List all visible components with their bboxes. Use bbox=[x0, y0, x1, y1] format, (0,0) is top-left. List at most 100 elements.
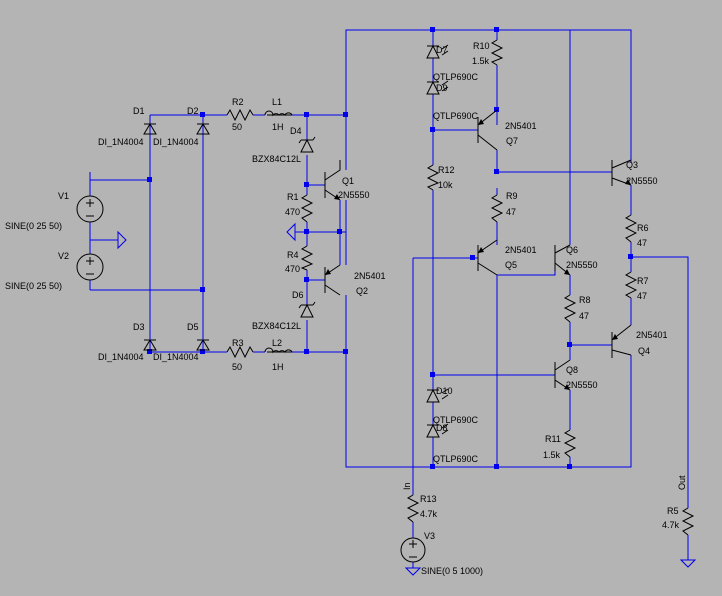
label-r1: R1 bbox=[287, 192, 299, 202]
net-label-out: Out bbox=[677, 475, 687, 490]
transistor-q3 bbox=[611, 159, 632, 186]
label-q7-model: 2N5401 bbox=[505, 121, 537, 131]
label-q3: Q3 bbox=[626, 160, 638, 170]
resistor-r8 bbox=[563, 294, 577, 323]
diode-d2 bbox=[196, 123, 210, 135]
label-d2-model: DI_1N4004 bbox=[153, 137, 199, 147]
label-r7-value: 47 bbox=[637, 291, 647, 301]
transistor-q4 bbox=[611, 324, 632, 358]
label-l1-value: 1H bbox=[272, 122, 284, 132]
label-r2: R2 bbox=[232, 97, 244, 107]
ground-symbol bbox=[404, 567, 422, 576]
label-r5: R5 bbox=[667, 506, 679, 516]
label-r3-value: 50 bbox=[232, 362, 242, 372]
label-d8: D8 bbox=[436, 423, 448, 433]
label-r8-value: 47 bbox=[579, 311, 589, 321]
label-q2-model: 2N5401 bbox=[354, 271, 386, 281]
label-q2: Q2 bbox=[356, 286, 368, 296]
label-r6: R6 bbox=[637, 223, 649, 233]
resistor-r9 bbox=[490, 194, 504, 223]
label-d3: D3 bbox=[133, 322, 145, 332]
resistor-r5 bbox=[681, 507, 695, 536]
net-label-in: In bbox=[402, 482, 412, 490]
label-v2-value: SINE(0 25 50) bbox=[5, 281, 62, 291]
label-d4-model: BZX84C12L bbox=[252, 154, 301, 164]
label-q8-model: 2N5550 bbox=[566, 380, 598, 390]
ground-symbol bbox=[117, 230, 127, 250]
label-r4: R4 bbox=[287, 250, 299, 260]
diode-d3 bbox=[143, 330, 157, 351]
label-r13: R13 bbox=[420, 494, 437, 504]
transistor-q8 bbox=[554, 359, 571, 391]
resistor-r13 bbox=[406, 494, 420, 523]
component-labels: D1 DI_1N4004 D2 DI_1N4004 R2 50 L1 1H D4… bbox=[5, 41, 687, 576]
label-d1-model: DI_1N4004 bbox=[98, 137, 144, 147]
led-d7 bbox=[426, 44, 449, 59]
diode-d5 bbox=[196, 330, 210, 351]
label-v3-value: SINE(0 5 1000) bbox=[421, 566, 483, 576]
label-r11: R11 bbox=[545, 434, 561, 444]
resistor-r2 bbox=[226, 108, 254, 122]
resistor-r7 bbox=[624, 271, 638, 299]
led-d9 bbox=[426, 80, 449, 95]
resistor-r6 bbox=[624, 214, 638, 243]
inductor-l2 bbox=[264, 347, 293, 354]
label-l2-value: 1H bbox=[272, 362, 284, 372]
zener-d6 bbox=[298, 301, 316, 318]
resistor-r12 bbox=[426, 164, 440, 191]
label-r12: R12 bbox=[438, 165, 455, 175]
label-d3-model: DI_1N4004 bbox=[98, 352, 144, 362]
label-q6: Q6 bbox=[566, 245, 578, 255]
label-r12-value: 10k bbox=[438, 180, 453, 190]
label-q5-model: 2N5401 bbox=[505, 245, 537, 255]
voltage-source-v3 bbox=[400, 537, 426, 563]
label-d5-model: DI_1N4004 bbox=[153, 352, 199, 362]
resistor-r11 bbox=[563, 429, 577, 458]
label-r10: R10 bbox=[473, 41, 490, 51]
label-d9: D9 bbox=[436, 83, 448, 93]
label-q1: Q1 bbox=[342, 176, 354, 186]
diode-d1 bbox=[143, 123, 157, 135]
label-r9: R9 bbox=[506, 191, 518, 201]
label-r9-value: 47 bbox=[506, 207, 516, 217]
label-r11-value: 1.5k bbox=[543, 450, 561, 460]
transistor-q6 bbox=[554, 244, 571, 276]
transistor-q1 bbox=[324, 160, 341, 201]
label-r10-value: 1.5k bbox=[472, 56, 490, 66]
led-d8 bbox=[426, 423, 449, 438]
ground-symbol bbox=[286, 222, 296, 242]
label-d1: D1 bbox=[133, 106, 145, 116]
label-d9-model: QTLP690C bbox=[433, 111, 479, 121]
label-q8: Q8 bbox=[566, 365, 578, 375]
label-r4-value: 470 bbox=[285, 264, 300, 274]
label-q6-model: 2N5550 bbox=[566, 260, 598, 270]
label-q5: Q5 bbox=[505, 260, 517, 270]
resistor-r4 bbox=[300, 245, 314, 271]
zener-d4 bbox=[298, 136, 316, 153]
junctions bbox=[147, 27, 633, 469]
label-r8: R8 bbox=[579, 295, 591, 305]
label-d8-model: QTLP690C bbox=[433, 454, 479, 464]
inductor-l1 bbox=[264, 110, 293, 117]
wires bbox=[89, 29, 689, 568]
voltage-source-v2 bbox=[76, 253, 104, 281]
transistor-q5 bbox=[477, 239, 498, 276]
transistor-q2 bbox=[324, 264, 341, 296]
label-q7: Q7 bbox=[506, 136, 518, 146]
label-r1-value: 470 bbox=[285, 207, 300, 217]
label-d5: D5 bbox=[187, 322, 199, 332]
label-q4-model: 2N5401 bbox=[636, 330, 668, 340]
label-d4: D4 bbox=[290, 126, 302, 136]
label-d7-model: QTLP690C bbox=[433, 72, 479, 82]
label-l2: L2 bbox=[272, 338, 282, 348]
label-r13-value: 4.7k bbox=[420, 509, 438, 519]
resistor-r10 bbox=[490, 39, 504, 66]
label-q3-model: 2N5550 bbox=[626, 176, 658, 186]
label-d2: D2 bbox=[187, 106, 199, 116]
label-v3: V3 bbox=[424, 531, 435, 541]
label-r3: R3 bbox=[232, 338, 244, 348]
label-q4: Q4 bbox=[638, 346, 650, 356]
label-r5-value: 4.7k bbox=[662, 520, 680, 530]
label-d7: D7 bbox=[436, 45, 448, 55]
